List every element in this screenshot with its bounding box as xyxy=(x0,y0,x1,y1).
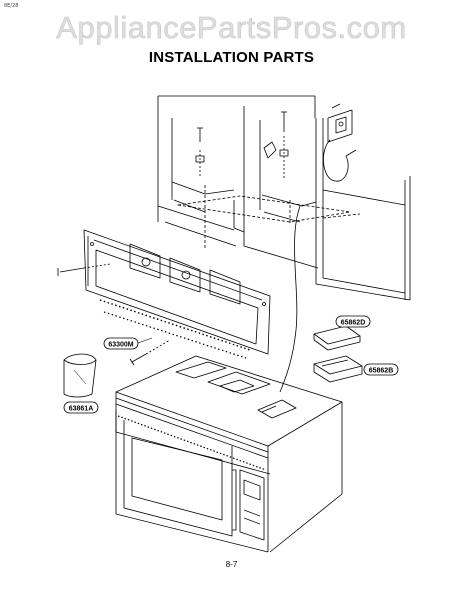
page-title: INSTALLATION PARTS xyxy=(148,49,315,66)
part-63861A-shape xyxy=(63,353,97,398)
page-number: 8-7 xyxy=(225,560,238,569)
watermark: AppliancePartsPros.com xyxy=(56,10,407,46)
plate-screw-left xyxy=(57,263,111,276)
part-65862D-shape xyxy=(313,325,361,351)
mounting-plate xyxy=(83,229,271,359)
callout-63300M: 63300M xyxy=(103,337,153,350)
template-outline xyxy=(177,185,361,250)
callout-label-63300M: 63300M xyxy=(108,342,133,349)
plate-screw-lower xyxy=(129,339,171,366)
power-cord xyxy=(279,205,301,393)
corner-mark: 8E/28 xyxy=(4,3,19,9)
wall-cabinets xyxy=(157,95,411,301)
callout-label-63861A: 63861A xyxy=(69,406,94,413)
callout-label-65862D: 65862D xyxy=(341,320,366,327)
callout-label-65862B: 65862B xyxy=(369,368,394,375)
cabinet-screws xyxy=(195,111,289,178)
microwave-oven xyxy=(115,355,343,553)
callout-63861A: 63861A xyxy=(63,401,99,414)
callout-65862B: 65862B xyxy=(363,363,399,376)
part-65862B-shape xyxy=(313,355,363,383)
callout-65862D: 65862D xyxy=(335,315,371,328)
wall-outlet xyxy=(323,103,357,182)
